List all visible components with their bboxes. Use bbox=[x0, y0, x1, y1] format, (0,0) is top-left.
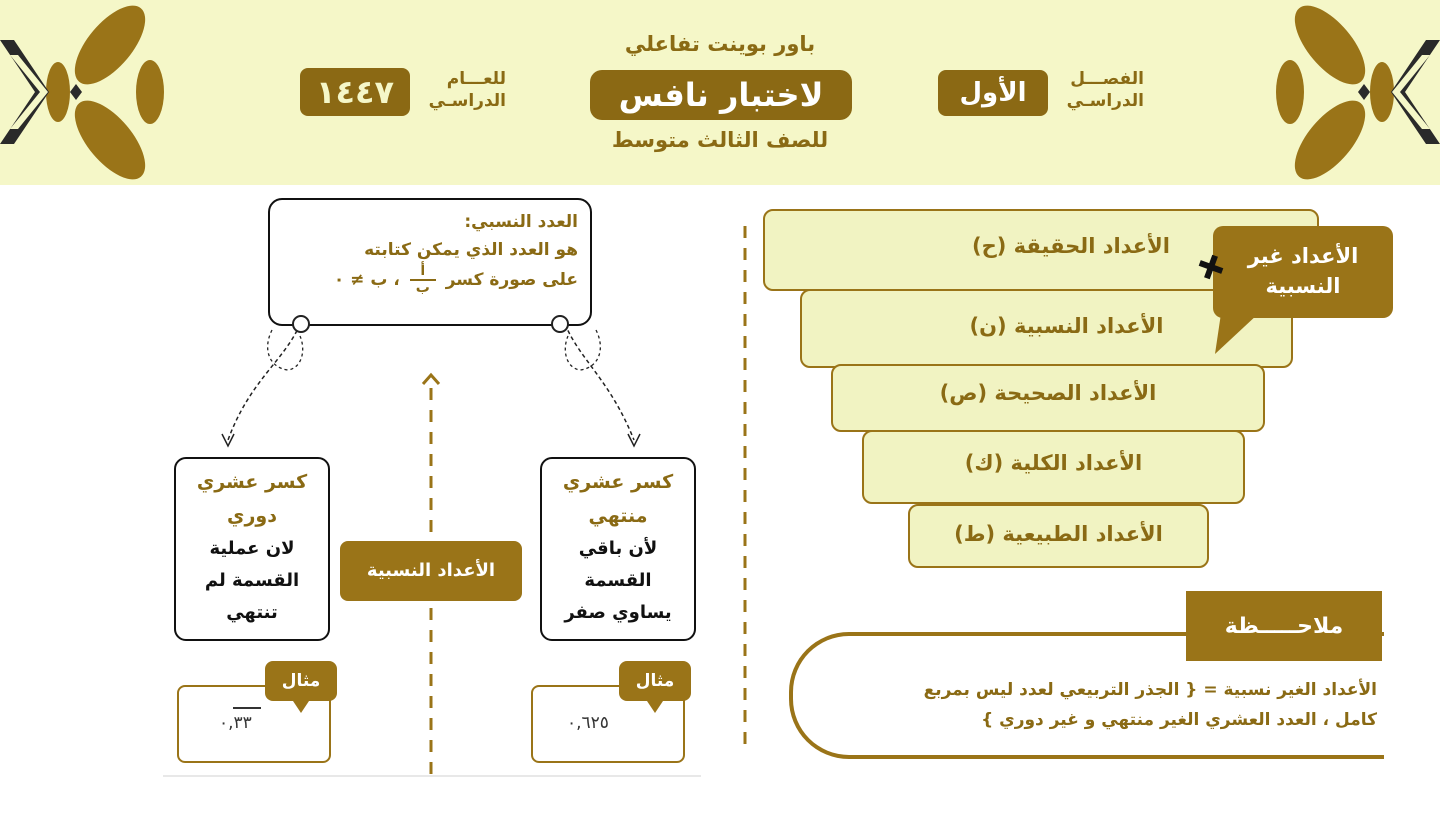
definition-title: العدد النسبي: bbox=[464, 212, 578, 232]
ornament-left-icon bbox=[0, 5, 164, 180]
semester-label: الفصـــل الدراسـي bbox=[1054, 68, 1144, 112]
note-heading: ملاحـــــظة bbox=[1186, 591, 1382, 661]
repeating-title-1: كسر عشري bbox=[196, 471, 308, 493]
connector-node-left bbox=[292, 315, 310, 333]
example-repeating-value: ٠,٣٣ bbox=[219, 707, 261, 733]
connector-node-right bbox=[551, 315, 569, 333]
year-label-line2: الدراسـي bbox=[428, 91, 506, 111]
example-repeating-box: مثال ٠,٣٣ bbox=[177, 661, 337, 763]
set-natural-numbers: الأعداد الطبيعية (ط) bbox=[908, 504, 1209, 568]
set-whole-numbers: الأعداد الكلية (ك) bbox=[862, 430, 1245, 504]
irrational-tag-line2: النسبية bbox=[1265, 274, 1341, 298]
repeating-desc-3: تنتهي bbox=[226, 602, 278, 623]
repeating-desc-1: لان عملية bbox=[209, 538, 295, 559]
terminating-desc-3: يساوي صفر bbox=[564, 602, 672, 623]
note-line2: كامل ، العدد العشري الغير منتهي و غير دو… bbox=[981, 710, 1377, 730]
note-text: الأعداد الغير نسبية = { الجذر التربيعي ل… bbox=[793, 675, 1383, 735]
plus-icon bbox=[1198, 254, 1224, 280]
header-title-main: لاختبار نافس bbox=[590, 70, 852, 120]
repeating-decimal-box: كسر عشري دوري لان عملية القسمة لم تنتهي bbox=[174, 457, 330, 641]
connector-right bbox=[564, 323, 635, 441]
fraction-numerator: أ bbox=[409, 264, 436, 281]
set-rational-numbers: الأعداد النسبية (ن) bbox=[800, 289, 1293, 368]
repeating-desc-2: القسمة لم bbox=[204, 570, 300, 591]
definition-line2-post: ، ب ≠ ٠ bbox=[333, 270, 400, 290]
terminating-title-1: كسر عشري bbox=[562, 471, 674, 493]
irrational-tag-line1: الأعداد غير bbox=[1247, 244, 1359, 268]
rational-numbers-label: الأعداد النسبية bbox=[340, 541, 522, 601]
set-integers: الأعداد الصحيحة (ص) bbox=[831, 364, 1265, 432]
definition-line1: هو العدد الذي يمكن كتابته bbox=[364, 240, 578, 260]
header-subtitle: للصف الثالث متوسط bbox=[611, 128, 829, 152]
connector-left bbox=[227, 323, 301, 441]
definition-line2: على صورة كسر أ ب ، ب ≠ ٠ bbox=[282, 264, 578, 296]
semester-badge: الأول bbox=[938, 70, 1048, 116]
year-label: للعـــام الدراسـي bbox=[416, 68, 506, 112]
definition-box: العدد النسبي: هو العدد الذي يمكن كتابته … bbox=[268, 198, 592, 326]
definition-line2-pre: على صورة كسر bbox=[445, 270, 578, 290]
example-terminating-value: ٠,٦٢٥ bbox=[567, 713, 609, 733]
irrational-numbers-tag: الأعداد غير النسبية bbox=[1213, 226, 1393, 318]
header-title-top: باور بوينت تفاعلي bbox=[624, 32, 816, 56]
year-label-line1: للعـــام bbox=[446, 69, 506, 89]
year-badge: ١٤٤٧ bbox=[300, 68, 410, 116]
terminating-title-2: منتهي bbox=[588, 505, 648, 527]
semester-label-line1: الفصـــل bbox=[1070, 69, 1144, 89]
example-tag-right: مثال bbox=[619, 661, 691, 713]
semester-label-line2: الدراسـي bbox=[1066, 91, 1144, 111]
example-tag-left: مثال bbox=[265, 661, 337, 713]
bottom-rule bbox=[163, 775, 701, 777]
terminating-desc-2: القسمة bbox=[584, 570, 652, 591]
terminating-desc-1: لأن باقي bbox=[578, 538, 658, 559]
arrow-up-icon bbox=[421, 372, 441, 385]
ornament-right-icon bbox=[1276, 5, 1440, 180]
note-panel: ملاحـــــظة الأعداد الغير نسبية = { الجذ… bbox=[789, 591, 1389, 761]
fraction: أ ب bbox=[409, 264, 436, 296]
terminating-decimal-box: كسر عشري منتهي لأن باقي القسمة يساوي صفر bbox=[540, 457, 696, 641]
header-banner: باور بوينت تفاعلي لاختبار نافس للصف الثا… bbox=[0, 0, 1440, 185]
repeating-title-2: دوري bbox=[227, 505, 277, 527]
example-terminating-box: مثال ٠,٦٢٥ bbox=[531, 661, 691, 763]
note-line1: الأعداد الغير نسبية = { الجذر التربيعي ل… bbox=[923, 680, 1377, 700]
fraction-denominator: ب bbox=[415, 280, 430, 296]
